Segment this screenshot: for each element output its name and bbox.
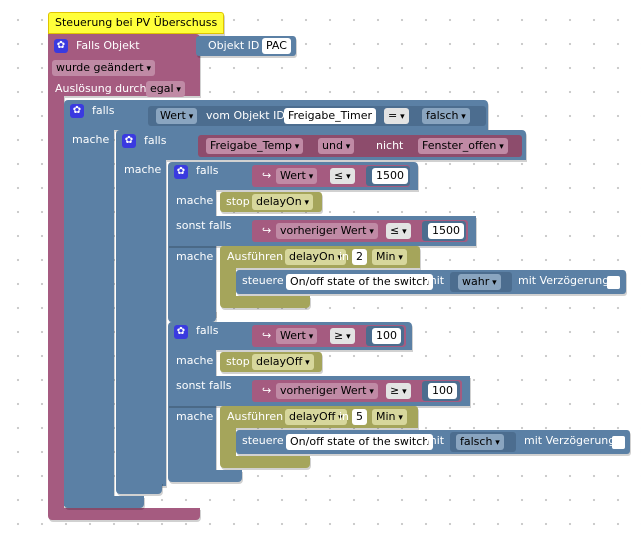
falls-objekt-label: Falls Objekt [76, 39, 140, 52]
outer-if-vom-label: vom Objekt ID [206, 109, 285, 122]
trigger-footer [48, 508, 200, 520]
on-if-footer [168, 310, 216, 322]
off-if-mache: mache [176, 354, 214, 367]
auslosung-dropdown[interactable]: egal [146, 81, 185, 97]
off-if-falls: falls [196, 324, 219, 337]
off-if-arrow: ↪ [262, 329, 272, 342]
on-if-wert-dropdown[interactable]: Wert [276, 168, 318, 184]
on-if-op-dropdown[interactable]: ≤ [330, 168, 355, 184]
off-elseif-prev-dropdown[interactable]: vorheriger Wert [276, 383, 378, 399]
off-ausfuhren-timer[interactable]: delayOff [285, 409, 347, 425]
off-if-op-dropdown[interactable]: ≥ [330, 328, 355, 344]
on-elseif-op-dropdown[interactable]: ≤ [386, 223, 411, 239]
on-steuere-mit: mit [426, 274, 445, 287]
off-elseif-op-dropdown[interactable]: ≥ [386, 383, 411, 399]
outer-if-value-dropdown[interactable]: falsch [422, 108, 470, 124]
off-ausfuhren-label: Ausführen [227, 410, 284, 423]
second-if-nicht: nicht [376, 139, 404, 152]
off-stop-label: stop [226, 355, 250, 368]
second-if-footer [116, 482, 162, 494]
event-dropdown[interactable]: wurde geändert [52, 60, 155, 76]
on-steuere-value-dropdown[interactable]: wahr [458, 274, 501, 290]
on-steuere-target-field[interactable]: On/off state of the switch [286, 274, 434, 290]
outer-if-op-dropdown[interactable]: = [384, 108, 409, 124]
on-ausfuhren-timer[interactable]: delayOn [285, 249, 347, 265]
gear-icon[interactable]: ✿ [122, 134, 136, 148]
gear-icon[interactable]: ✿ [174, 325, 188, 339]
on-if-falls: falls [196, 164, 219, 177]
on-elseif-number-field[interactable]: 1500 [428, 223, 464, 239]
on-if-spine [168, 190, 216, 316]
trigger-spine [48, 96, 64, 512]
on-if-arrow: ↪ [262, 169, 272, 182]
on-stop-timer-dropdown[interactable]: delayOn [252, 194, 314, 210]
off-elseif-number-field[interactable]: 100 [428, 383, 457, 399]
on-elseif-prev-dropdown[interactable]: vorheriger Wert [276, 223, 378, 239]
second-if-var1[interactable]: Freigabe_Temp [206, 138, 304, 154]
on-verzogerung-checkbox[interactable] [607, 276, 620, 289]
off-if-footer [168, 470, 242, 482]
outer-if-objekt-field[interactable]: Freigabe_Timer [284, 108, 377, 124]
off-if-spine [168, 350, 216, 476]
off-elseif-arrow: ↪ [262, 384, 272, 397]
second-if-mache: mache [124, 163, 162, 176]
off-ausfuhren-footer [220, 456, 310, 468]
on-ausfuhren-duration[interactable]: 2 [352, 249, 367, 265]
off-steuere-label: steuere [242, 434, 284, 447]
off-ausfuhren-unit[interactable]: Min [372, 409, 407, 425]
on-if-number-field[interactable]: 1500 [372, 168, 408, 184]
trigger-hat-label[interactable]: Steuerung bei PV Überschuss [48, 12, 225, 34]
objekt-id-label: Objekt ID [208, 39, 260, 52]
gear-icon[interactable]: ✿ [174, 165, 188, 179]
second-if-falls: falls [144, 134, 167, 147]
auslosung-label: Auslösung durch [55, 82, 147, 95]
outer-if-mache: mache [72, 133, 110, 146]
on-elseif-label: sonst falls [176, 219, 232, 232]
off-steuere-target-field[interactable]: On/off state of the switch [286, 434, 434, 450]
outer-if-footer [64, 496, 144, 508]
on-steuere-label: steuere [242, 274, 284, 287]
on-elseif-arrow: ↪ [262, 224, 272, 237]
on-stop-label: stop [226, 195, 250, 208]
off-stop-timer-dropdown[interactable]: delayOff [252, 354, 314, 370]
off-steuere-mit: mit [426, 434, 445, 447]
off-elseif-mache: mache [176, 410, 214, 423]
on-ausfuhren-spine [220, 268, 236, 300]
on-if-mache: mache [176, 194, 214, 207]
on-ausfuhren-footer [220, 296, 310, 308]
outer-if-falls: falls [92, 104, 115, 117]
second-if-var2[interactable]: Fenster_offen [418, 138, 508, 154]
off-steuere-value-dropdown[interactable]: falsch [456, 434, 504, 450]
off-if-wert-dropdown[interactable]: Wert [276, 328, 318, 344]
outer-if-spine [64, 130, 114, 506]
off-ausfuhren-in: in [339, 410, 350, 423]
on-ausfuhren-label: Ausführen [227, 250, 284, 263]
gear-icon[interactable]: ✿ [54, 39, 68, 53]
second-if-und-dropdown[interactable]: und [318, 138, 355, 154]
on-ausfuhren-unit[interactable]: Min [372, 249, 407, 265]
off-ausfuhren-spine [220, 428, 236, 460]
off-steuere-verz: mit Verzögerung [524, 434, 616, 447]
outer-if-wert-dropdown[interactable]: Wert [156, 108, 198, 124]
off-verzogerung-checkbox[interactable] [612, 436, 625, 449]
on-steuere-verz: mit Verzögerung [518, 274, 610, 287]
on-ausfuhren-in: in [339, 250, 350, 263]
off-elseif-label: sonst falls [176, 379, 232, 392]
on-elseif-mache: mache [176, 250, 214, 263]
objekt-id-field[interactable]: PAC [262, 38, 291, 54]
gear-icon[interactable]: ✿ [70, 104, 84, 118]
off-if-number-field[interactable]: 100 [372, 328, 401, 344]
second-if-spine [116, 160, 166, 486]
off-ausfuhren-duration[interactable]: 5 [352, 409, 367, 425]
